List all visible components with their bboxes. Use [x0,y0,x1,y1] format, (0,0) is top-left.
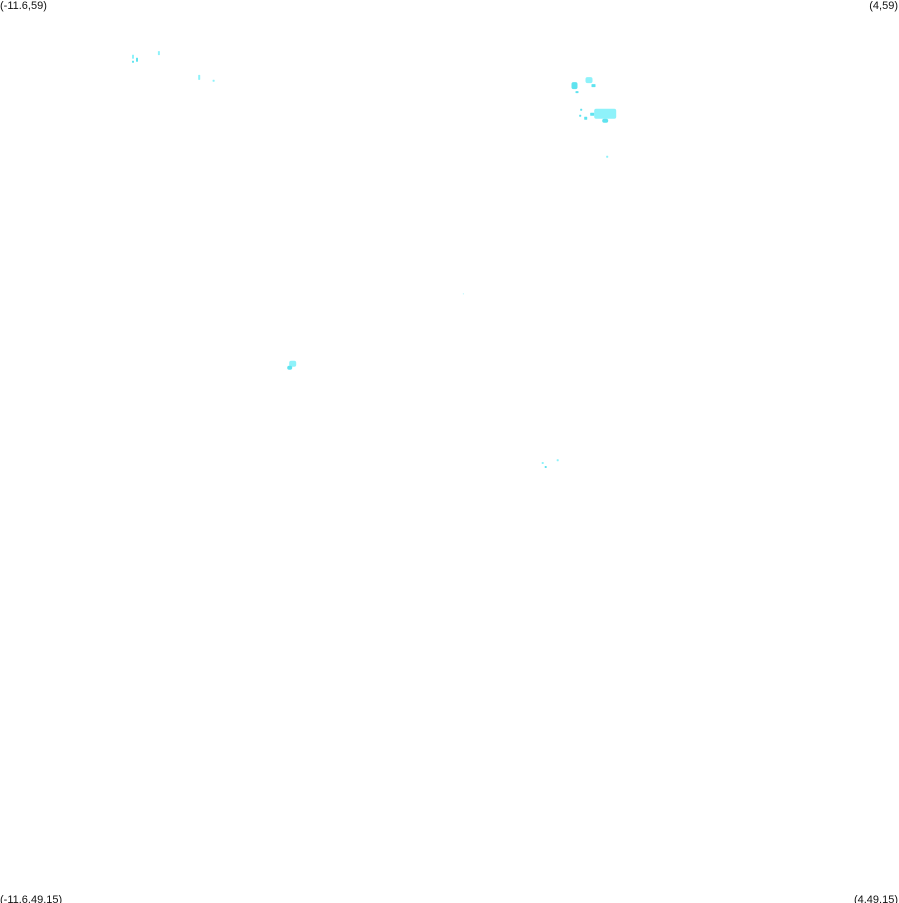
map-feature-cluster-northeast-main [579,108,617,123]
corner-label-top-left: (-11.6,59) [0,0,47,12]
map-feature-part [136,57,138,62]
map-feature-cluster-northwest-a [132,54,138,63]
map-feature-cluster-northwest-b [157,51,160,56]
corner-label-bottom-left: (-11.6,49.15) [0,894,63,903]
map-feature-cluster-south-b [556,459,559,462]
map-feature-part [212,79,215,82]
map-feature-part [579,114,582,117]
map-feature-cluster-north-c [198,74,201,80]
map-feature-part [602,118,609,123]
corner-label-top-right: (4,59) [869,0,898,12]
map-feature-part [462,293,464,295]
map-feature-part [541,462,544,464]
map-feature-part [556,459,559,462]
map-feature-part [132,54,134,59]
map-feature-part [544,466,547,468]
map-feature-part [289,360,297,367]
map-feature-part [287,365,293,370]
map-feature-cluster-north-d [212,79,215,82]
map-feature-part [571,82,578,90]
map-feature-part [584,116,588,120]
map-feature-part [575,91,579,94]
map-feature-part [585,77,593,84]
map-feature-cluster-northeast-upper [571,77,596,94]
map-feature-part [198,74,201,80]
map-feature-part [157,51,160,56]
map-feature-part [606,155,609,158]
map-feature-cluster-west-central [287,360,297,370]
map-feature-part [591,84,596,88]
map-feature-part [594,108,617,119]
map-feature-cluster-northeast-spot [606,155,609,158]
map-feature-part [580,108,583,111]
map-feature-cluster-south-a [541,462,547,468]
map-feature-spot-central [462,293,464,295]
map-feature-part [132,60,134,63]
corner-label-bottom-right: (4,49.15) [853,894,898,903]
map-feature-part [590,112,595,116]
